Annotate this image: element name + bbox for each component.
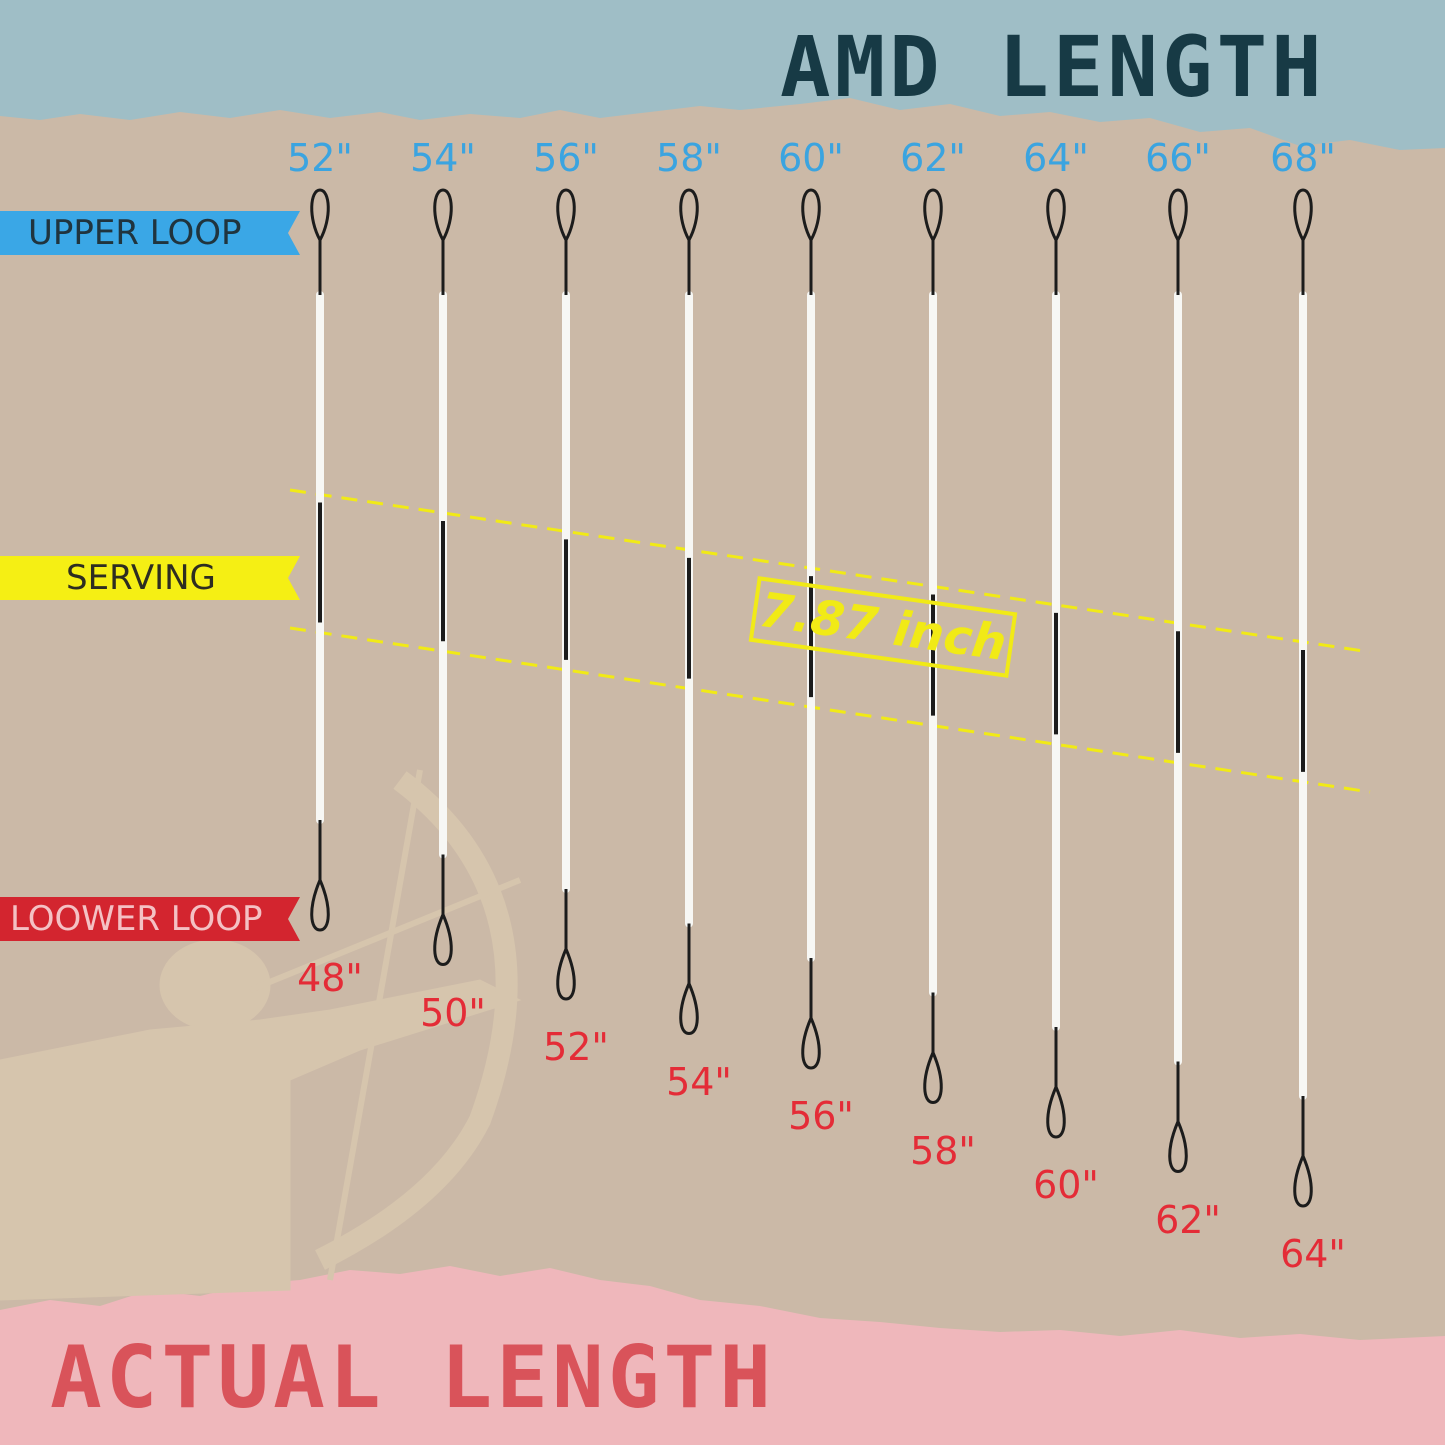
serving-tag: SERVING — [0, 556, 300, 600]
lower-loop — [556, 948, 576, 1001]
serving-guide-bottom — [289, 626, 1371, 794]
lower-loop — [1046, 1086, 1066, 1139]
actual-length-label: 62" — [1155, 1197, 1221, 1242]
amd-length-label: 52" — [287, 136, 353, 180]
actual-length-label: 48" — [297, 956, 363, 1000]
upper-loop — [1046, 188, 1066, 241]
actual-length-label: 64" — [1280, 1232, 1346, 1276]
actual-length-label: 58" — [910, 1128, 976, 1173]
actual-length-title: ACTUAL LENGTH — [50, 1328, 776, 1428]
lower-loop — [1293, 1155, 1313, 1208]
actual-length-label: 52" — [543, 1025, 609, 1069]
amd-length-label: 58" — [656, 136, 722, 180]
lower-loop — [433, 913, 453, 967]
upper-loop — [1293, 188, 1313, 241]
upper-loop — [310, 188, 330, 241]
lower-loop — [801, 1017, 821, 1070]
upper-loop — [1168, 188, 1188, 241]
amd-length-label: 62" — [900, 136, 966, 180]
lower-loop — [923, 1051, 943, 1105]
amd-length-label: 54" — [410, 136, 476, 180]
amd-length-label: 66" — [1145, 136, 1211, 180]
amd-length-label: 64" — [1023, 136, 1089, 180]
upper-loop-tag: UPPER LOOP — [0, 211, 300, 255]
actual-length-label: 50" — [420, 990, 486, 1035]
lower-loop — [310, 879, 330, 932]
actual-length-label: 54" — [666, 1059, 732, 1104]
upper-loop — [923, 188, 943, 241]
amd-length-label: 56" — [533, 136, 599, 180]
amd-length-label: 60" — [778, 136, 844, 180]
upper-loop — [433, 188, 453, 241]
actual-length-label: 56" — [788, 1094, 854, 1138]
top-torn-band — [0, 0, 1445, 150]
upper-loop — [556, 188, 576, 241]
amd-length-label: 68" — [1270, 136, 1336, 180]
upper-loop — [679, 188, 699, 241]
lower-loop — [1168, 1120, 1188, 1174]
upper-loop — [801, 188, 821, 241]
serving-guide-top — [289, 488, 1371, 654]
archer-silhouette — [0, 769, 522, 1301]
lower-loop — [679, 982, 699, 1036]
bottom-torn-band — [0, 1266, 1445, 1445]
amd-length-title: AMD LENGTH — [780, 18, 1326, 116]
lower-loop-tag: LOOWER LOOP — [0, 897, 300, 941]
actual-length-label: 60" — [1033, 1163, 1099, 1207]
